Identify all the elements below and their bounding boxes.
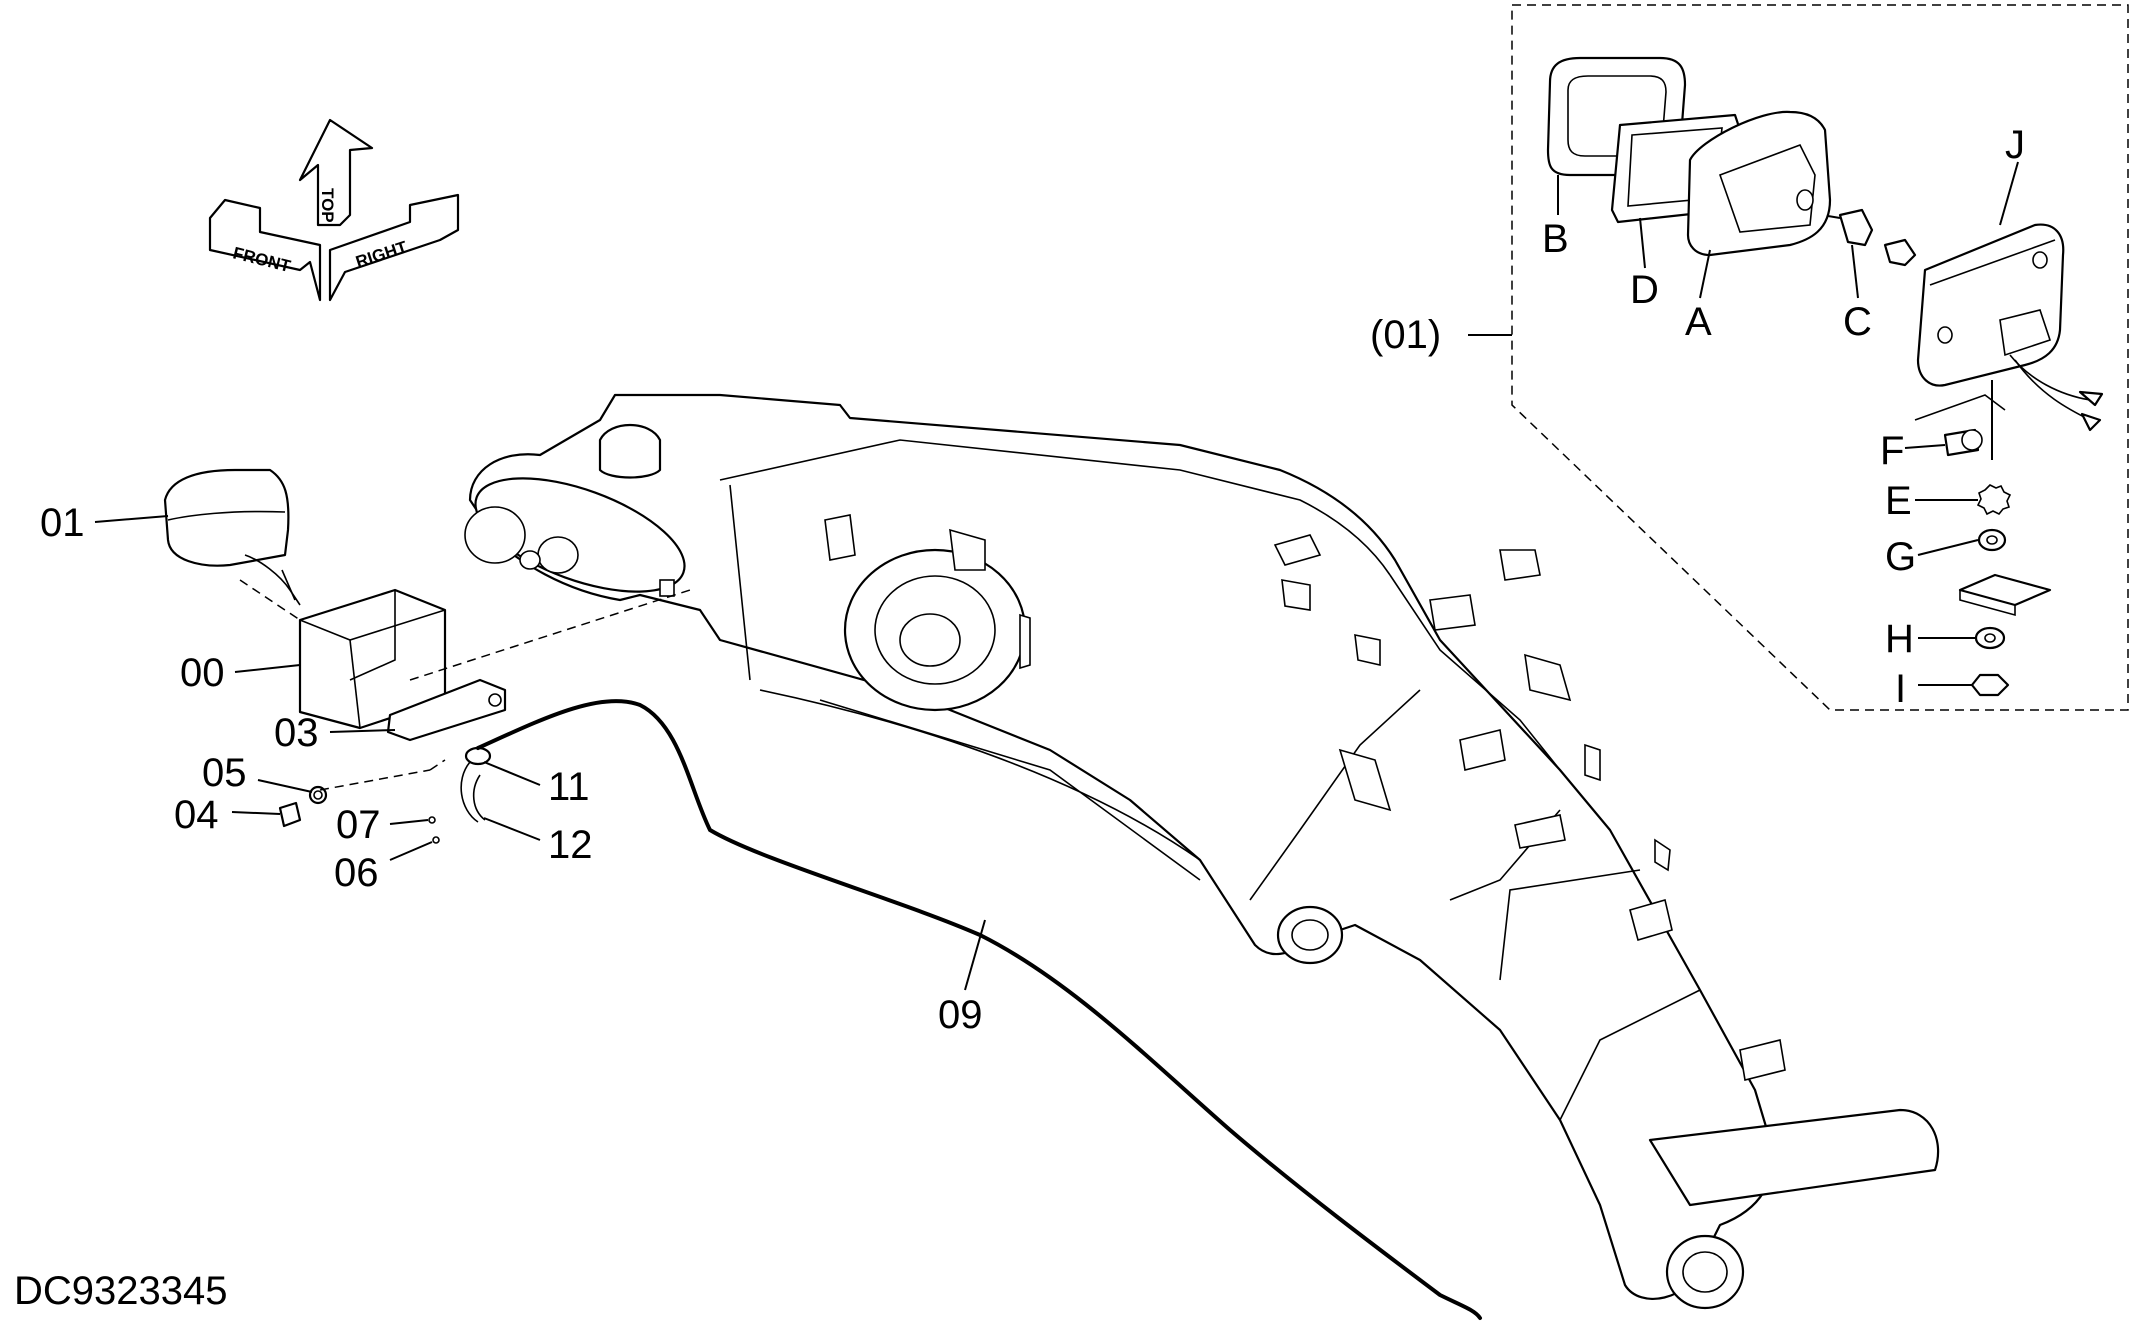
label-05: 05 [202, 751, 247, 795]
work-light-assembly [163, 468, 691, 844]
label-03: 03 [274, 711, 319, 755]
inset-label-h: H [1885, 617, 1914, 661]
label-04: 04 [174, 793, 219, 837]
inset-label-i: I [1895, 667, 1906, 711]
inset-label-j: J [2005, 123, 2025, 167]
leader-lines [94, 515, 986, 991]
orientation-indicator: FRONT TOP RIGHT [208, 118, 460, 302]
label-09: 09 [938, 993, 983, 1037]
inset-label-c: C [1843, 300, 1872, 344]
inset-label-d: D [1630, 268, 1659, 312]
inset-label-a: A [1685, 300, 1712, 344]
inset-ref-label: (01) [1370, 313, 1441, 357]
top-label: TOP [318, 188, 337, 223]
inset-label-b: B [1542, 217, 1569, 261]
inset-label-e: E [1885, 479, 1912, 523]
label-00: 00 [180, 651, 225, 695]
label-06: 06 [334, 851, 379, 895]
document-code: DC9323345 [14, 1269, 228, 1313]
label-07: 07 [336, 803, 381, 847]
inset-label-f: F [1880, 429, 1904, 473]
inset-label-g: G [1885, 535, 1916, 579]
label-12: 12 [548, 823, 593, 867]
label-01: 01 [40, 501, 85, 545]
label-11: 11 [548, 765, 590, 809]
detail-inset: (01) [1370, 4, 2129, 711]
boom-arm [464, 393, 1940, 1310]
